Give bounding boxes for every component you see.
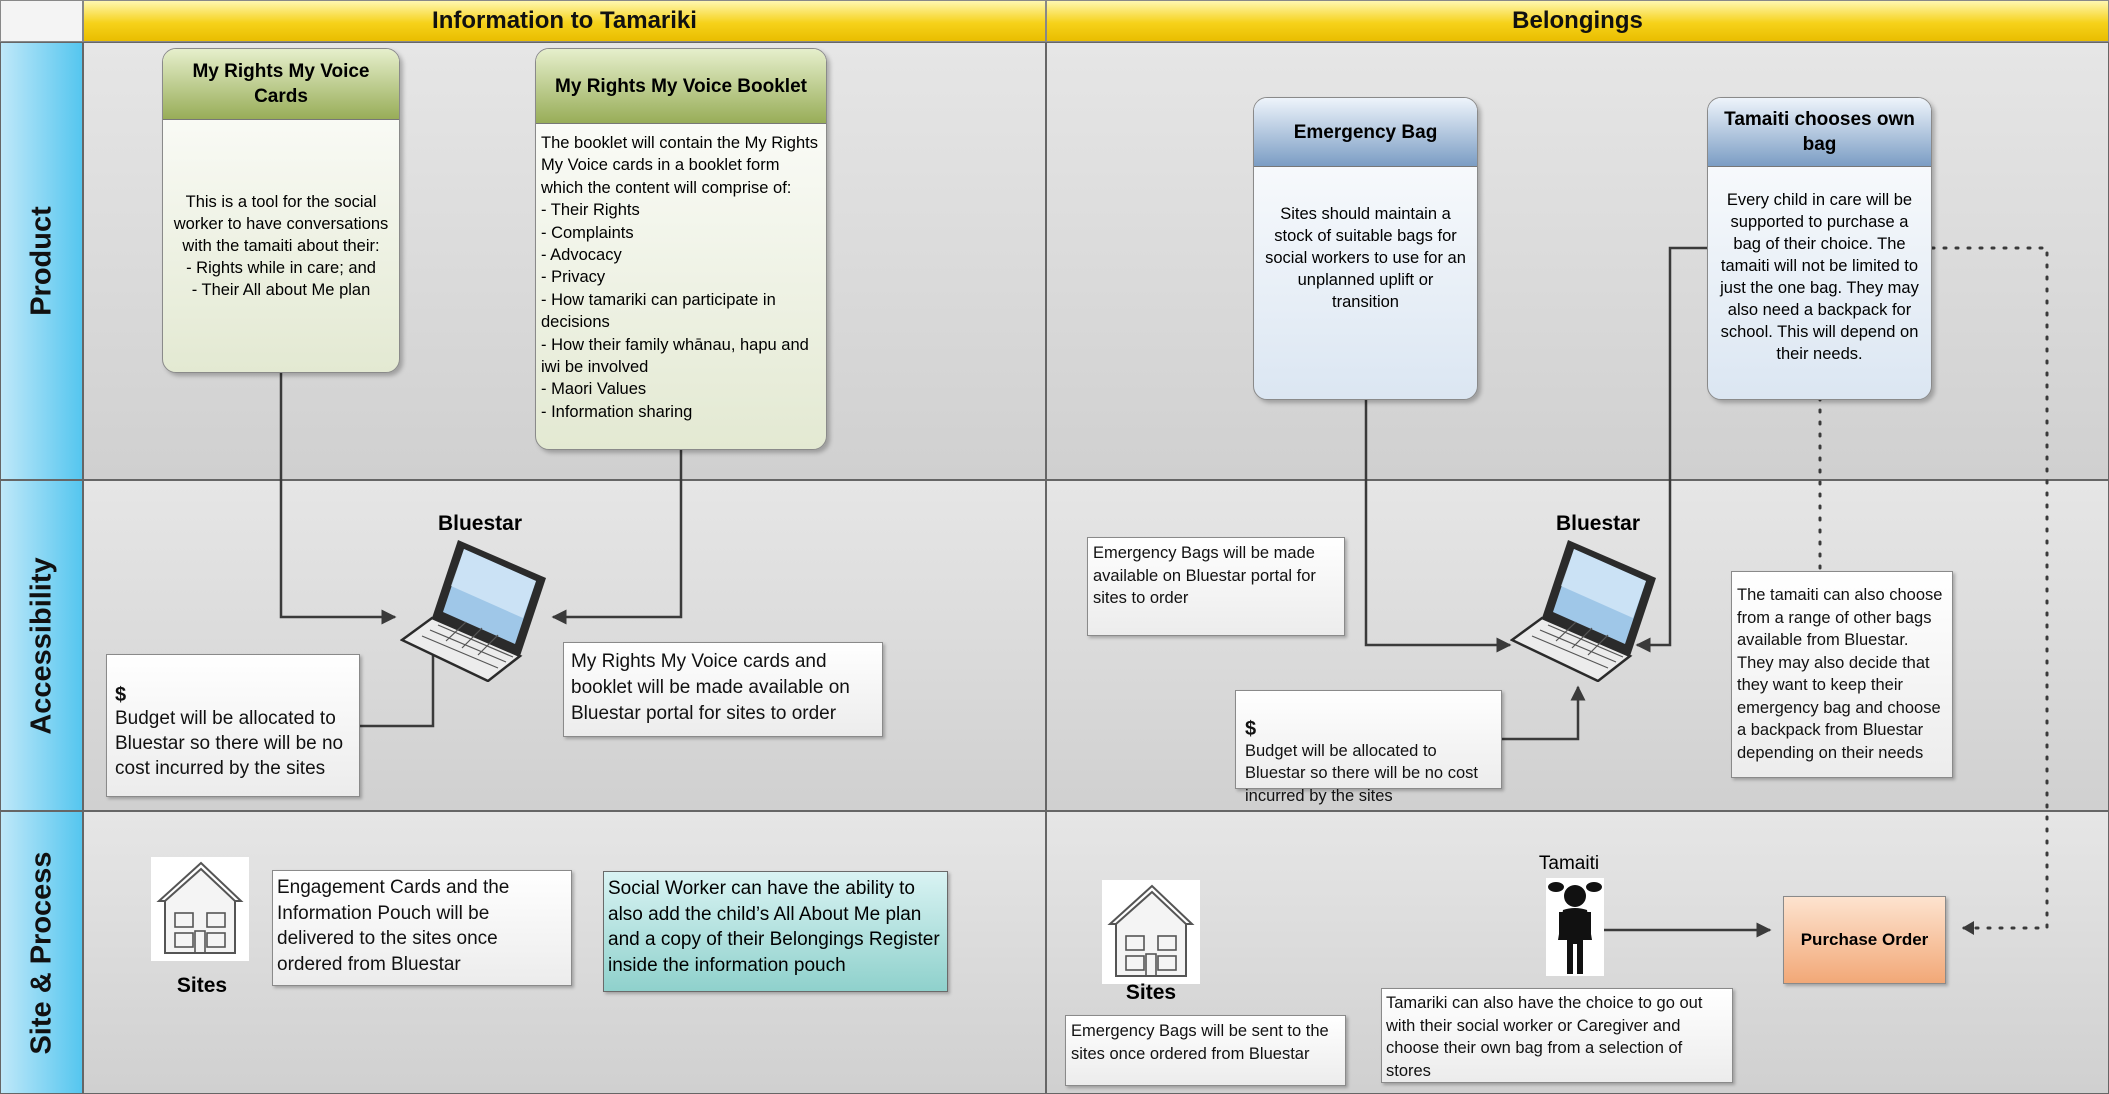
label-sites-left: Sites — [176, 974, 228, 997]
row-header-site-process: Site & Process — [0, 811, 83, 1094]
purchase-order-box: Purchase Order — [1783, 896, 1946, 984]
connector-emergency-to-bluestar — [1364, 398, 1512, 653]
connector-ownbag-to-bluestar — [1635, 246, 1707, 653]
note-tamariki-choice: Tamariki can also have the choice to go … — [1381, 988, 1733, 1083]
dollar-icon: $ — [1245, 717, 1257, 740]
connector-cards-to-bluestar — [279, 373, 397, 625]
note-budget-left: $Budget will be allocated to Bluestar so… — [106, 654, 360, 797]
row-header-product: Product — [0, 42, 83, 480]
house-icon — [1102, 880, 1200, 984]
dotted-arrowhead — [1962, 921, 1974, 935]
dotted-ownbag-to-po — [1930, 246, 2049, 930]
house-icon — [151, 857, 249, 961]
connector-budget-right-to-bluestar — [1502, 685, 1586, 741]
connector-budget-to-bluestar — [360, 630, 441, 728]
note-social-worker: Social Worker can have the ability to al… — [603, 871, 948, 992]
card-rights-cards-title: My Rights My Voice Cards — [163, 49, 399, 120]
label-tamaiti: Tamaiti — [1538, 853, 1600, 874]
dollar-icon: $ — [115, 684, 127, 706]
label-bluestar-right: Bluestar — [1555, 512, 1641, 535]
label-sites-right: Sites — [1125, 981, 1177, 1004]
note-budget-right-text: Budget will be allocated to Bluestar so … — [1245, 741, 1478, 805]
corner-cell — [0, 0, 83, 42]
card-rights-cards: My Rights My Voice Cards This is a tool … — [162, 48, 400, 373]
note-other-bags: The tamaiti can also choose from a range… — [1731, 571, 1953, 778]
column-header-belongings: Belongings — [1046, 0, 2109, 42]
laptop-icon — [400, 540, 546, 682]
label-bluestar-left: Bluestar — [437, 512, 523, 535]
card-booklet-body: The booklet will contain the My Rights M… — [541, 134, 818, 421]
note-emergency-sent: Emergency Bags will be sent to the sites… — [1065, 1015, 1346, 1086]
card-emergency-bag: Emergency Bag Sites should maintain a st… — [1253, 97, 1478, 400]
note-budget-left-text: Budget will be allocated to Bluestar so … — [115, 708, 344, 779]
note-emergency-available: Emergency Bags will be made available on… — [1087, 537, 1345, 636]
note-budget-right: $Budget will be allocated to Bluestar so… — [1235, 690, 1502, 805]
card-own-bag-body: Every child in care will be supported to… — [1720, 191, 1919, 363]
card-own-bag: Tamaiti chooses own bag Every child in c… — [1707, 97, 1932, 400]
row-header-accessibility: Accessibility — [0, 480, 83, 811]
laptop-icon — [1510, 540, 1656, 682]
note-rights-available: My Rights My Voice cards and booklet wil… — [563, 642, 883, 737]
card-emergency-bag-title: Emergency Bag — [1254, 98, 1477, 167]
card-booklet: My Rights My Voice Booklet The booklet w… — [535, 48, 827, 450]
card-own-bag-title: Tamaiti chooses own bag — [1708, 98, 1931, 167]
card-booklet-title: My Rights My Voice Booklet — [536, 49, 826, 124]
note-engagement: Engagement Cards and the Information Pou… — [272, 870, 572, 986]
card-emergency-bag-body: Sites should maintain a stock of suitabl… — [1265, 205, 1466, 311]
card-rights-cards-body: This is a tool for the social worker to … — [173, 193, 389, 299]
column-header-info: Information to Tamariki — [83, 0, 1046, 42]
connector-booklet-to-bluestar — [551, 450, 683, 625]
child-icon — [1546, 878, 1604, 976]
